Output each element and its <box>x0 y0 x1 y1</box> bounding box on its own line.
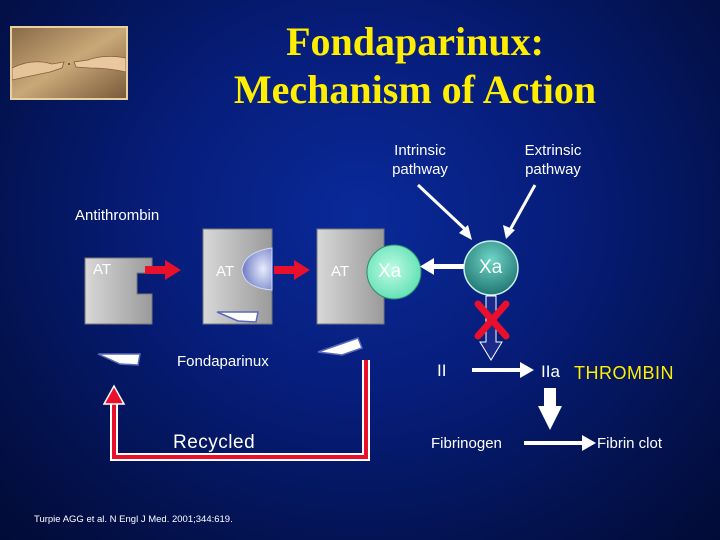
ii-to-iia-arrow <box>472 362 534 378</box>
fibrinogen-label: Fibrinogen <box>431 435 502 452</box>
extrinsic-line-2: pathway <box>525 161 581 178</box>
thrombin-label: THROMBIN <box>574 363 674 383</box>
iia-down-arrow <box>538 388 562 430</box>
inhibition-x-icon <box>474 300 510 340</box>
extrinsic-pathway-label: Extrinsic pathway <box>503 141 603 179</box>
fondaparinux-pieces <box>97 311 363 366</box>
recycle-loop <box>102 360 370 461</box>
xa-bound-circle <box>366 244 422 300</box>
fibrin-clot-label: Fibrin clot <box>597 435 663 452</box>
at-label-1: AT <box>93 261 112 278</box>
xa-free-label: Xa <box>479 257 503 278</box>
xa-bound-label: Xa <box>378 261 402 282</box>
slide-title: Fondaparinux: Mechanism of Action <box>150 18 680 114</box>
red-arrows <box>145 260 310 280</box>
intrinsic-line-2: pathway <box>392 161 448 178</box>
at-label-3: AT <box>331 263 350 280</box>
factor-ii-label: II <box>437 361 447 380</box>
fibrinogen-to-clot-arrow <box>524 435 596 451</box>
title-line-2: Mechanism of Action <box>233 67 597 112</box>
intrinsic-line-1: Intrinsic <box>394 142 446 159</box>
antithrombin-label: Antithrombin <box>75 207 160 224</box>
citation: Turpie AGG et al. N Engl J Med. 2001;344… <box>34 514 233 525</box>
at-label-2: AT <box>216 263 235 280</box>
at-block-1 <box>84 257 153 325</box>
pathway-arrows <box>416 183 537 240</box>
factor-iia-label: IIa <box>541 362 560 381</box>
extrinsic-line-1: Extrinsic <box>524 142 582 159</box>
recycled-label: Recycled <box>173 432 256 453</box>
title-line-1: Fondaparinux: <box>286 19 544 64</box>
intrinsic-pathway-label: Intrinsic pathway <box>370 141 470 179</box>
fondaparinux-label: Fondaparinux <box>177 353 269 370</box>
creation-of-adam-image <box>10 26 128 100</box>
xa-to-at-arrow <box>420 258 464 275</box>
xa-to-ii-arrow <box>479 295 503 361</box>
fondaparinux-bound-shape <box>241 247 273 291</box>
